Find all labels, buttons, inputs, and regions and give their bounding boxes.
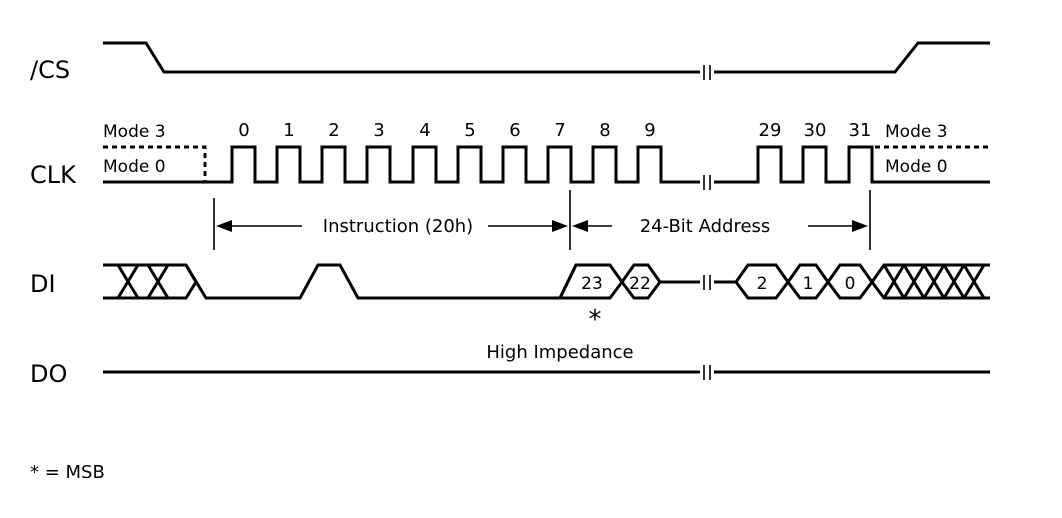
cs-waveform bbox=[103, 41, 990, 74]
clk-num-0: 0 bbox=[238, 120, 249, 141]
di-cell-0: 0 bbox=[845, 274, 856, 294]
di-dont-care-end bbox=[870, 263, 990, 300]
mode3-right-label: Mode 3 bbox=[885, 122, 948, 142]
address-label: 24-Bit Address bbox=[640, 216, 771, 237]
cs-label: /CS bbox=[30, 56, 70, 84]
msb-marker: * bbox=[589, 305, 602, 335]
clk-num-31: 31 bbox=[849, 120, 872, 141]
mode3-left-dashed bbox=[103, 145, 207, 182]
address-arrow-left-head bbox=[572, 220, 588, 232]
instruction-arrow-left-head bbox=[216, 220, 232, 232]
di-dont-care-start bbox=[103, 263, 198, 300]
di-cell-22: 22 bbox=[629, 274, 651, 294]
do-label: DO bbox=[30, 360, 67, 388]
di-label: DI bbox=[30, 270, 56, 298]
clk-num-7: 7 bbox=[554, 120, 565, 141]
clk-num-6: 6 bbox=[509, 120, 520, 141]
di-cell-2: 2 bbox=[757, 274, 768, 294]
clk-num-4: 4 bbox=[419, 120, 430, 141]
clk-num-30: 30 bbox=[804, 120, 827, 141]
instruction-arrow-right-head bbox=[552, 220, 568, 232]
clk-num-29: 29 bbox=[759, 120, 782, 141]
clk-num-9: 9 bbox=[644, 120, 655, 141]
clk-num-1: 1 bbox=[283, 120, 294, 141]
mode0-left-label: Mode 0 bbox=[103, 157, 166, 177]
msb-legend: * = MSB bbox=[30, 462, 105, 483]
clk-num-5: 5 bbox=[464, 120, 475, 141]
di-instruction-waveform bbox=[184, 263, 578, 300]
mode3-left-label: Mode 3 bbox=[103, 122, 166, 142]
clk-num-3: 3 bbox=[373, 120, 384, 141]
clk-num-2: 2 bbox=[328, 120, 339, 141]
instruction-label: Instruction (20h) bbox=[323, 216, 473, 237]
mode0-right-label: Mode 0 bbox=[885, 157, 948, 177]
clock-numbers: 0 1 2 3 4 5 6 7 8 9 29 30 31 bbox=[238, 120, 871, 141]
clk-num-8: 8 bbox=[599, 120, 610, 141]
clk-label: CLK bbox=[30, 161, 77, 189]
address-arrow-right-head bbox=[852, 220, 868, 232]
clk-waveform bbox=[103, 145, 990, 184]
di-cell-23: 23 bbox=[581, 274, 603, 294]
di-cell-1: 1 bbox=[803, 274, 814, 294]
high-impedance-label: High Impedance bbox=[486, 342, 633, 363]
